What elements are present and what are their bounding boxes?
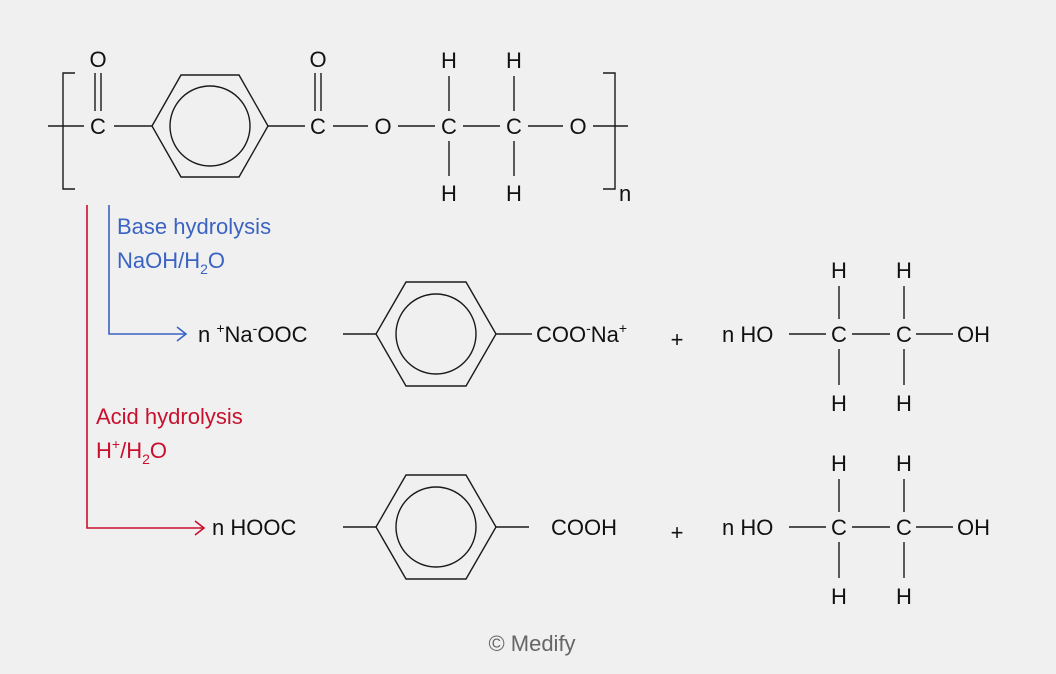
- base-product-left: n +Na-OOC: [198, 320, 308, 347]
- left-bracket: [62, 72, 75, 190]
- base-plus-left: +: [216, 320, 224, 336]
- acid-reagent-h: H: [96, 438, 112, 463]
- benzene-ring-acid-inner: [395, 486, 477, 568]
- benzene-ring-base-inner: [395, 293, 477, 375]
- glycol-base-ho: n HO: [722, 322, 773, 347]
- base-reagent: NaOH/H2O: [117, 248, 225, 277]
- glycol-acid-h1-bottom: H: [831, 584, 847, 609]
- glycol-base-c2: C: [896, 322, 912, 347]
- glycol-base-h2-top: H: [896, 258, 912, 283]
- acid-reagent: H+/H2O: [96, 436, 167, 467]
- base-product-bonds: [343, 281, 532, 387]
- base-hydrolysis-label: Base hydrolysis: [117, 214, 271, 239]
- plus-sign-base: +: [671, 327, 684, 352]
- base-product-right: COO-Na+: [536, 320, 627, 347]
- base-na-right: Na: [591, 322, 620, 347]
- atom-o-left: O: [89, 47, 106, 72]
- glycol-acid-h1-top: H: [831, 451, 847, 476]
- benzene-ring-polymer: [151, 74, 269, 178]
- atom-c-right: C: [310, 114, 326, 139]
- polymer-bonds: [48, 72, 628, 190]
- base-reagent-a: NaOH/H: [117, 248, 200, 273]
- base-na-left: Na: [225, 322, 254, 347]
- acid-hydrolysis-label: Acid hydrolysis: [96, 404, 243, 429]
- glycol-base-oh: OH: [957, 322, 990, 347]
- glycol-acid-c2: C: [896, 515, 912, 540]
- acid-reagent-b: /H: [120, 438, 142, 463]
- atom-h1-top: H: [441, 48, 457, 73]
- glycol-acid-ho: n HO: [722, 515, 773, 540]
- acid-reagent-sub: 2: [142, 451, 150, 467]
- glycol-acid-h2-bottom: H: [896, 584, 912, 609]
- reaction-arrows: [86, 205, 206, 536]
- copyright-text: © Medify: [488, 631, 575, 656]
- base-reagent-sub: 2: [200, 261, 208, 277]
- glycol-base-c1: C: [831, 322, 847, 347]
- base-arrow-line: [108, 205, 185, 335]
- base-minus-right: -: [586, 320, 591, 336]
- base-prefix: n: [198, 322, 216, 347]
- glycol-acid-bonds: [789, 479, 953, 578]
- base-plus-right: +: [619, 320, 627, 336]
- acid-reagent-c: O: [150, 438, 167, 463]
- glycol-base-h1-top: H: [831, 258, 847, 283]
- glycol-base-h2-bottom: H: [896, 391, 912, 416]
- atom-h2-top: H: [506, 48, 522, 73]
- atom-h1-bottom: H: [441, 181, 457, 206]
- acid-product-left: n HOOC: [212, 515, 296, 540]
- base-arrow-head: [176, 326, 188, 342]
- atom-o-right: O: [309, 47, 326, 72]
- glycol-acid-h2-top: H: [896, 451, 912, 476]
- atom-h2-bottom: H: [506, 181, 522, 206]
- glycol-acid-c1: C: [831, 515, 847, 540]
- plus-sign-acid: +: [671, 520, 684, 545]
- glycol-acid-oh: OH: [957, 515, 990, 540]
- base-reagent-b: O: [208, 248, 225, 273]
- acid-arrow-head: [194, 520, 206, 536]
- base-ooc: OOC: [257, 322, 307, 347]
- benzene-ring-base: [375, 281, 497, 387]
- atom-c2: C: [506, 114, 522, 139]
- atom-c-left: C: [90, 114, 106, 139]
- acid-product-right: COOH: [551, 515, 617, 540]
- acid-arrow-line: [86, 205, 203, 529]
- repeat-unit-n: n: [619, 181, 631, 206]
- atom-o-end: O: [569, 114, 586, 139]
- base-coo: COO: [536, 322, 586, 347]
- glycol-base-h1-bottom: H: [831, 391, 847, 416]
- atom-o-ester: O: [374, 114, 391, 139]
- glycol-base-bonds: [789, 286, 953, 385]
- acid-product-bonds: [343, 474, 529, 580]
- right-bracket: [603, 72, 616, 190]
- atom-c1: C: [441, 114, 457, 139]
- acid-reagent-sup: +: [112, 436, 120, 452]
- benzene-ring-polymer-inner: [169, 85, 251, 167]
- base-minus-left: -: [253, 320, 258, 336]
- benzene-ring-acid: [375, 474, 497, 580]
